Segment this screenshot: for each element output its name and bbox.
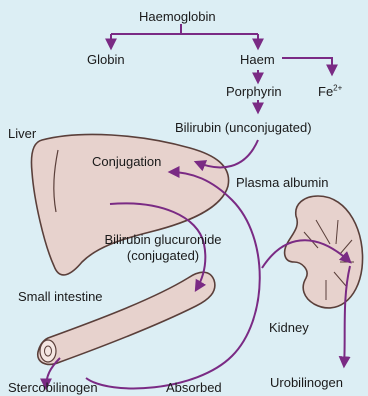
organ-label-liver: Liver <box>8 126 36 141</box>
node-urobilinogen: Urobilinogen <box>270 375 343 390</box>
organ-label-small-intestine: Small intestine <box>18 289 103 304</box>
node-bilirubin-unconjugated: Bilirubin (unconjugated) <box>175 120 312 135</box>
iron-symbol: Fe <box>318 84 333 99</box>
node-haemoglobin: Haemoglobin <box>139 9 216 24</box>
small-intestine-organ <box>38 272 215 364</box>
arrow-to-globin <box>111 34 258 48</box>
node-porphyrin: Porphyrin <box>226 84 282 99</box>
node-globin: Globin <box>87 52 125 67</box>
intestine-lumen <box>40 340 56 362</box>
iron-charge: 2+ <box>333 84 342 93</box>
node-stercobilinogen: Stercobilinogen <box>8 380 98 395</box>
node-conjugated-note: (conjugated) <box>108 248 218 263</box>
node-iron: Fe2+ <box>318 84 342 99</box>
label-plasma-albumin: Plasma albumin <box>236 175 329 190</box>
node-haem: Haem <box>240 52 275 67</box>
node-conjugation: Conjugation <box>92 154 161 169</box>
kidney-organ <box>285 196 363 308</box>
node-bilirubin-glucuronide: Bilirubin glucuronide <box>98 232 228 247</box>
label-absorbed: Absorbed <box>166 380 222 395</box>
organ-label-kidney: Kidney <box>269 320 309 335</box>
arrow-to-iron <box>282 58 332 74</box>
